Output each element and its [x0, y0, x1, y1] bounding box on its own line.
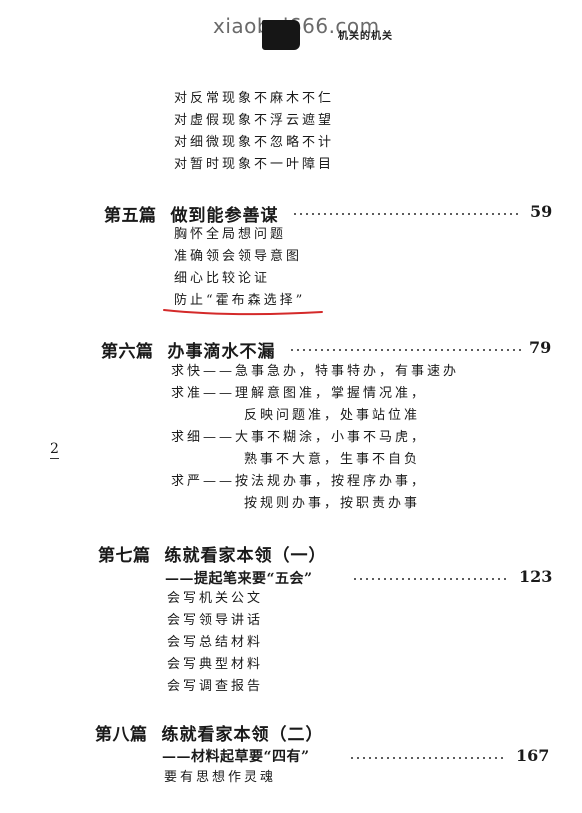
dot-leader: [352, 578, 510, 580]
chapter-title: 练就看家本领（一）: [164, 546, 327, 566]
chapter-heading[interactable]: 第五篇 做到能参善谋: [104, 201, 279, 226]
toc-line: 会写总结材料: [167, 635, 264, 650]
chapter-title: 做到能参善谋: [170, 206, 279, 226]
toc-line: 胸怀全局想问题: [174, 227, 287, 242]
chapter-heading[interactable]: 第七篇 练就看家本领（一）: [98, 541, 327, 566]
toc-line: 会写机关公文: [167, 591, 264, 606]
chapter-title: 办事滴水不漏: [167, 342, 276, 362]
toc-line: 会写领导讲话: [167, 613, 264, 628]
toc-line: 对反常现象不麻木不仁: [174, 91, 335, 106]
toc-line: 熟事不大意，生事不自负: [244, 452, 421, 467]
toc-line: 会写调查报告: [167, 679, 264, 694]
toc-line: 对暂时现象不一叶障目: [174, 157, 335, 172]
chapter-heading[interactable]: 第八篇 练就看家本领（二）: [95, 720, 324, 745]
toc-line: 对细微现象不忽略不计: [174, 135, 335, 150]
toc-line: 按规则办事，按职责办事: [244, 496, 421, 511]
chapter-label: 第六篇: [101, 342, 154, 362]
chapter-title: 练就看家本领（二）: [161, 725, 324, 745]
chapter-heading[interactable]: 第六篇 办事滴水不漏: [101, 337, 276, 362]
chapter-page-number: 59: [530, 202, 553, 221]
chapter-subtitle: ——材料起草要“四有”: [162, 749, 310, 765]
chapter-label: 第七篇: [98, 546, 151, 566]
toc-line: 求快——急事急办，特事特办，有事速办: [171, 364, 460, 379]
toc-line: 准确领会领导意图: [174, 249, 303, 264]
book-logo: [262, 20, 300, 50]
running-header: 机关的机关: [338, 31, 393, 42]
chapter-label: 第八篇: [95, 725, 148, 745]
dot-leader: [289, 349, 521, 351]
toc-line: 细心比较论证: [174, 271, 271, 286]
page-number: 2: [50, 441, 59, 459]
dot-leader: [349, 757, 507, 759]
chapter-page-number: 79: [529, 338, 552, 357]
toc-line: 对虚假现象不浮云遮望: [174, 113, 335, 128]
chapter-page-number: 123: [519, 567, 553, 586]
chapter-page-number: 167: [516, 746, 550, 765]
chapter-label: 第五篇: [104, 206, 157, 226]
dot-leader: [292, 213, 522, 215]
handwritten-underline: [163, 309, 323, 316]
toc-line: 求严——按法规办事，按程序办事，: [171, 474, 428, 489]
toc-line: 求细——大事不糊涂，小事不马虎，: [171, 430, 428, 445]
toc-line: 会写典型材料: [167, 657, 264, 672]
toc-line: 要有思想作灵魂: [164, 770, 277, 785]
chapter-subtitle: ——提起笔来要“五会”: [165, 571, 313, 587]
toc-line: 防止“霍布森选择”: [174, 293, 306, 308]
toc-line: 求准——理解意图准，掌握情况准，: [171, 386, 428, 401]
toc-line: 反映问题准，处事站位准: [244, 408, 421, 423]
